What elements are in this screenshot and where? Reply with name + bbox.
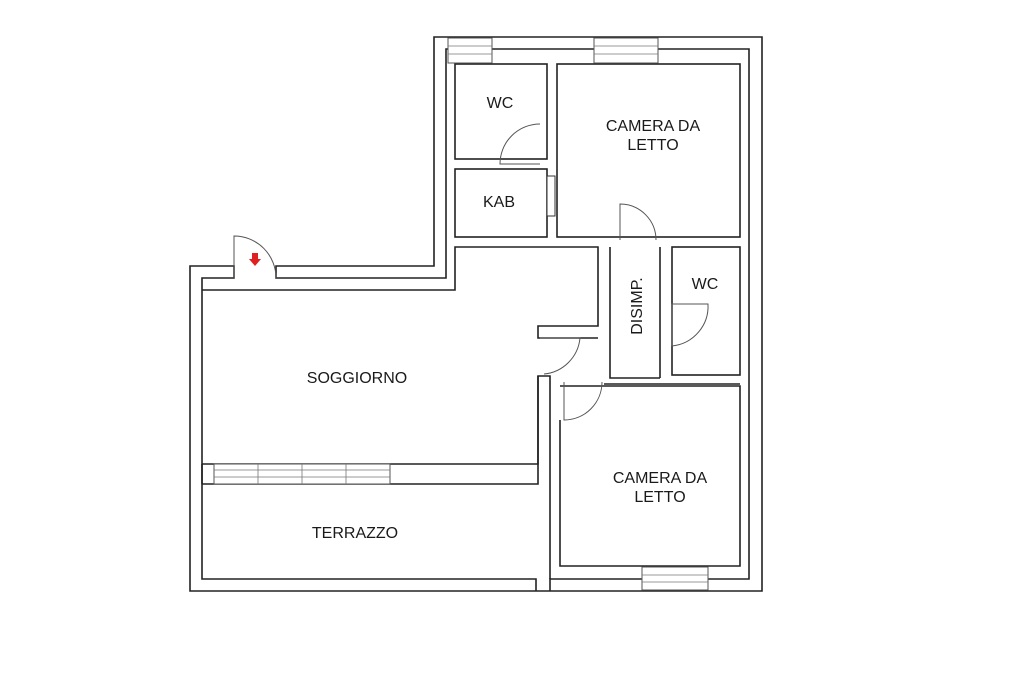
door-entrance — [233, 235, 277, 279]
label-kab: KAB — [483, 194, 515, 211]
door-kab-sliding — [546, 175, 556, 217]
window-top-left — [447, 37, 493, 64]
door-wc-top — [499, 123, 541, 165]
wall-kab — [454, 168, 548, 238]
wall-wc-right — [671, 246, 741, 376]
label-camera-top-1: CAMERA DA — [606, 118, 701, 135]
label-camera-bottom-1: CAMERA DA — [613, 470, 708, 487]
window-top-right — [593, 37, 659, 64]
entrance-arrow-icon — [249, 253, 261, 266]
wall-disimp — [604, 247, 740, 385]
door-disimp-top — [619, 203, 657, 241]
label-camera-bottom-2: LETTO — [634, 489, 685, 506]
wall-terrazzo — [202, 375, 551, 579]
outer-wall-shell — [189, 36, 763, 592]
label-terrazzo: TERRAZZO — [312, 525, 398, 542]
doors — [233, 123, 709, 421]
wall-camera-bottom — [559, 385, 741, 567]
wall-camera-top — [556, 63, 741, 238]
room-labels: WC KAB CAMERA DA LETTO DISIMP. WC SOGGIO… — [307, 95, 719, 542]
label-wc-right: WC — [692, 276, 719, 293]
windows — [213, 37, 709, 591]
wall-wc-top — [454, 63, 548, 160]
label-disimp: DISIMP. — [629, 277, 646, 335]
door-wc-right — [671, 303, 709, 347]
interior-walls — [201, 63, 741, 579]
door-soggiorno-disimp — [540, 337, 581, 375]
label-wc-top: WC — [487, 95, 514, 112]
window-bottom-right — [641, 566, 709, 591]
label-camera-top-2: LETTO — [627, 137, 678, 154]
label-soggiorno: SOGGIORNO — [307, 370, 407, 387]
outer-walls — [189, 36, 763, 592]
door-camera-bottom — [563, 381, 603, 421]
